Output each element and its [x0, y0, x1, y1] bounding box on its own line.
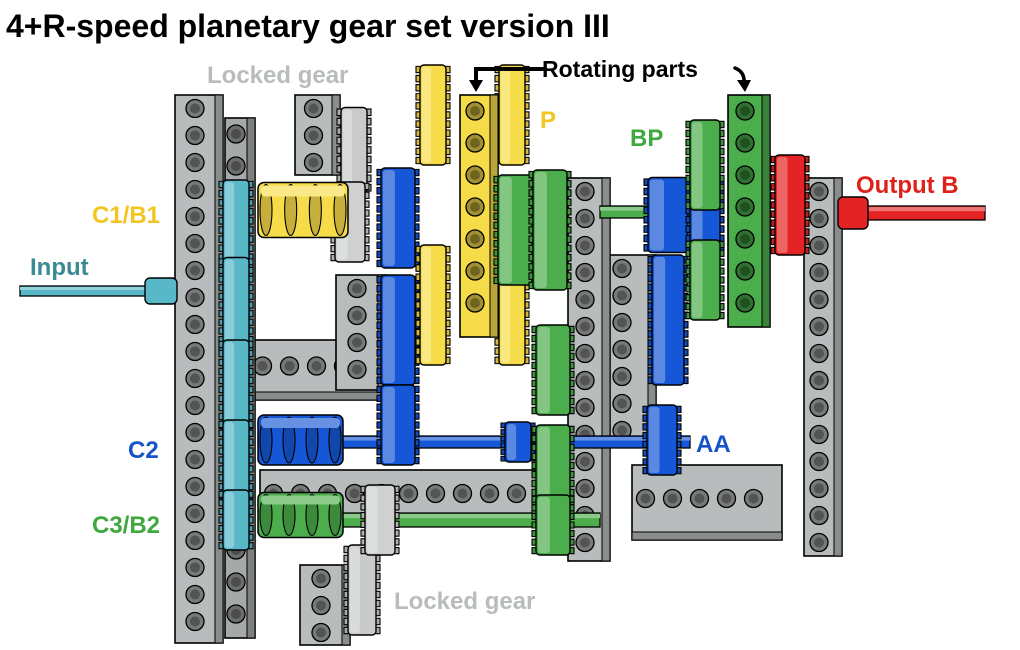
input-label: Input — [30, 254, 89, 281]
output-b-axle — [839, 205, 986, 221]
teal-gear-4 — [218, 419, 254, 501]
bp-label: BP — [630, 125, 664, 152]
green-gear-mid — [531, 324, 575, 416]
vertical-beam-left — [174, 94, 224, 644]
teal-gear-1 — [218, 179, 254, 281]
p-planet-carrier-beam — [459, 94, 499, 338]
p-label: P — [540, 107, 557, 134]
bp-planet-carrier-beam — [727, 94, 771, 328]
green-gear-low — [531, 424, 575, 516]
locked-gear-bottom-label: Locked gear — [394, 588, 536, 615]
rotating-arrow-left-head — [469, 80, 483, 92]
blue-gear-right-top — [643, 176, 693, 254]
yellow-gear-top-right — [494, 64, 530, 166]
rotating-arrow-left-line — [474, 67, 547, 84]
teal-gear-2 — [218, 256, 254, 354]
bottom-locked-block — [299, 564, 351, 646]
bp-gear-bottom — [685, 239, 725, 321]
teal-gear-3 — [218, 339, 254, 431]
c2-small-gear — [500, 421, 536, 463]
vertical-beam-right — [803, 177, 843, 557]
blue-gear-mid — [376, 274, 420, 386]
rotating-parts-label: Rotating parts — [542, 56, 698, 82]
c2-clutch — [257, 414, 344, 466]
locked-gear-top — [336, 106, 372, 194]
locked-gear-bottom — [343, 544, 381, 636]
input-bushing — [144, 277, 178, 305]
aa-gear — [642, 404, 682, 476]
teal-gear-5 — [218, 489, 254, 551]
c2-label: C2 — [128, 437, 159, 464]
yellow-gear-top — [415, 64, 451, 166]
aa-label: AA — [696, 431, 731, 458]
yellow-gear-bottom — [415, 244, 451, 366]
c1-b1-label: C1/B1 — [92, 202, 161, 229]
locked-gear-top-label: Locked gear — [207, 62, 349, 89]
c3-b2-label: C3/B2 — [92, 512, 161, 539]
output-b-label: Output B — [856, 172, 959, 199]
bp-gear-top — [685, 119, 725, 211]
page-title: 4+R-speed planetary gear set version III — [6, 8, 610, 44]
blue-gear-top — [376, 167, 420, 269]
green-gear-top — [493, 174, 537, 286]
gear-parts-layer — [19, 64, 986, 636]
arrow-layer — [469, 66, 751, 92]
blue-gear-right-column — [647, 254, 689, 386]
top-locked-block — [294, 94, 341, 176]
c3-b2-clutch — [257, 491, 344, 539]
horizontal-beam-lower-right — [631, 464, 783, 541]
c1-b1-clutch — [257, 181, 349, 239]
rotating-arrow-right-head — [737, 80, 751, 92]
vertical-beam-center — [567, 177, 611, 562]
green-gear-tall — [528, 169, 572, 291]
blue-gear-low — [376, 384, 420, 466]
grey-gear-lower — [360, 484, 400, 556]
green-gear-bottom — [531, 494, 575, 556]
output-red-gear — [770, 154, 810, 256]
output-bushing — [837, 196, 869, 230]
